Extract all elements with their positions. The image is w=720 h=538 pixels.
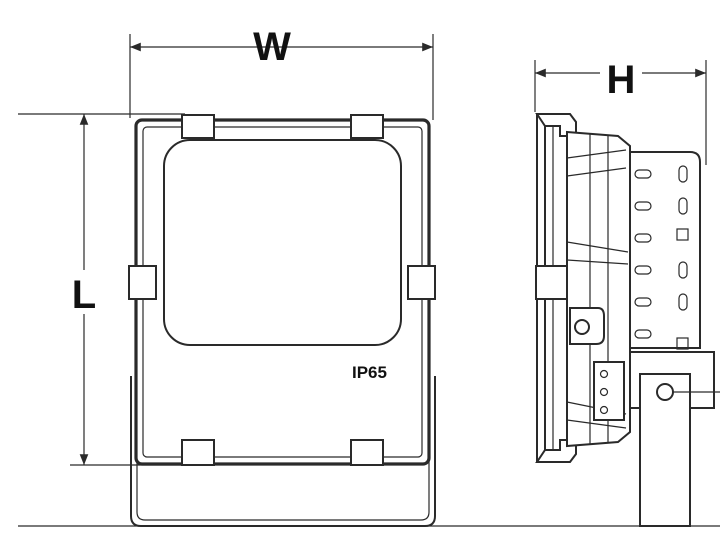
slot <box>634 265 652 275</box>
fin-4 <box>566 259 629 265</box>
height-label-backdrop <box>600 58 642 100</box>
side-view: H <box>534 58 720 527</box>
clip-top-right <box>350 114 384 139</box>
mounting-bracket-outer <box>130 376 436 527</box>
slot <box>634 329 652 339</box>
clip-top-left <box>181 114 215 139</box>
clip-bottom-left <box>181 439 215 466</box>
housing-outline <box>134 118 431 466</box>
side-clip <box>535 265 571 300</box>
screw <box>599 369 609 379</box>
slot <box>678 165 688 183</box>
bracket-plate <box>593 361 625 421</box>
bracket-arm-vertical <box>639 373 691 527</box>
fin-2 <box>566 167 627 177</box>
screw <box>599 405 609 415</box>
heatsink-block <box>629 151 701 349</box>
lens-window <box>163 139 402 346</box>
clip-bottom-right <box>350 439 384 466</box>
clip-side-right <box>407 265 436 300</box>
length-label-backdrop <box>66 270 102 314</box>
front-view: W L IP65 <box>18 25 720 527</box>
ip-rating-label: IP65 <box>352 363 387 382</box>
slot <box>634 169 652 179</box>
width-label: W <box>253 25 291 69</box>
slot <box>678 197 688 215</box>
mounting-bracket-inner <box>136 376 430 521</box>
slot <box>634 297 652 307</box>
slot <box>678 261 688 279</box>
bracket-pivot-hole <box>656 383 674 401</box>
slot <box>678 293 688 311</box>
square-port <box>676 337 689 350</box>
clip-side-left <box>128 265 157 300</box>
fin-5 <box>566 419 627 429</box>
hinge-hole <box>574 319 590 335</box>
square-port <box>676 228 689 241</box>
height-label: H <box>607 58 636 102</box>
fin-1 <box>566 149 627 159</box>
length-label: L <box>72 273 96 317</box>
screw <box>599 387 609 397</box>
fin-3 <box>566 241 629 253</box>
slot <box>634 201 652 211</box>
heatsink-slots <box>634 165 689 350</box>
slot <box>634 233 652 243</box>
